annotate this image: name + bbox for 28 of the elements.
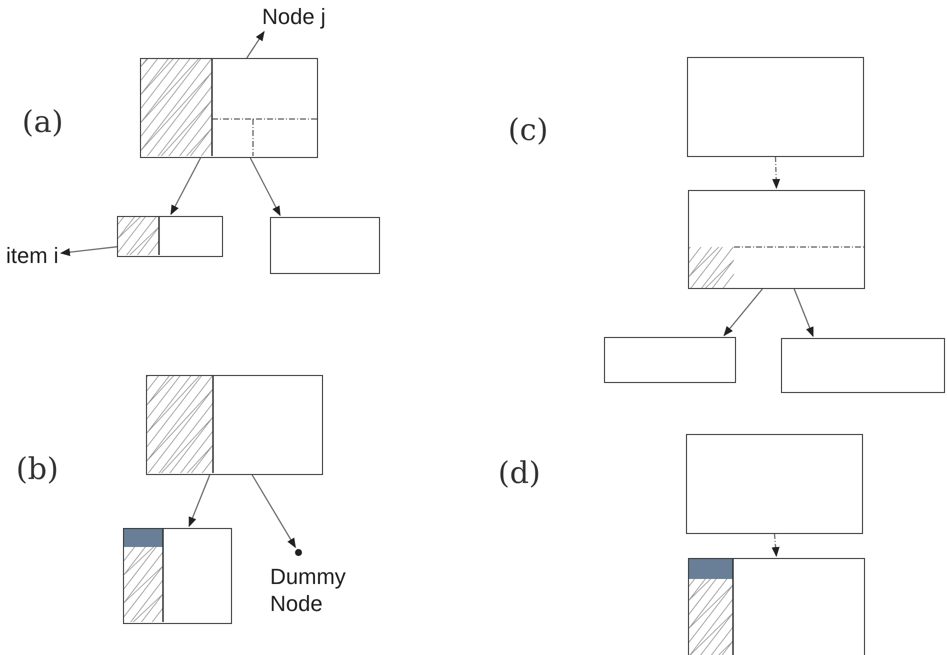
arrow [794,288,814,338]
tree-node-box [781,338,945,393]
node-label: item i [6,243,59,269]
arrow [772,156,780,189]
panel-label: (b) [16,452,59,487]
tree-node-box [687,57,864,157]
node-caption: Dummy Node [270,563,347,617]
arrow [772,534,780,557]
tree-node-box [270,217,380,274]
arrow [170,158,202,216]
arrow [723,288,763,336]
arrow [252,474,296,548]
tree-node-box [688,558,865,655]
tree-node-box [688,190,865,289]
tree-node-box [123,528,232,624]
tree-node-box [604,337,736,383]
panel-label: (d) [498,456,541,491]
panel-label: (a) [22,105,64,140]
panel-label: (c) [508,113,548,148]
tree-node-box [146,375,323,475]
arrow [246,30,265,58]
tree-node-box [117,216,223,257]
tree-node-box [686,434,863,534]
arrow [60,246,118,256]
tree-node-box [140,58,318,158]
arrow [188,474,210,528]
arrow [250,158,281,216]
node-label: Node j [262,4,326,30]
